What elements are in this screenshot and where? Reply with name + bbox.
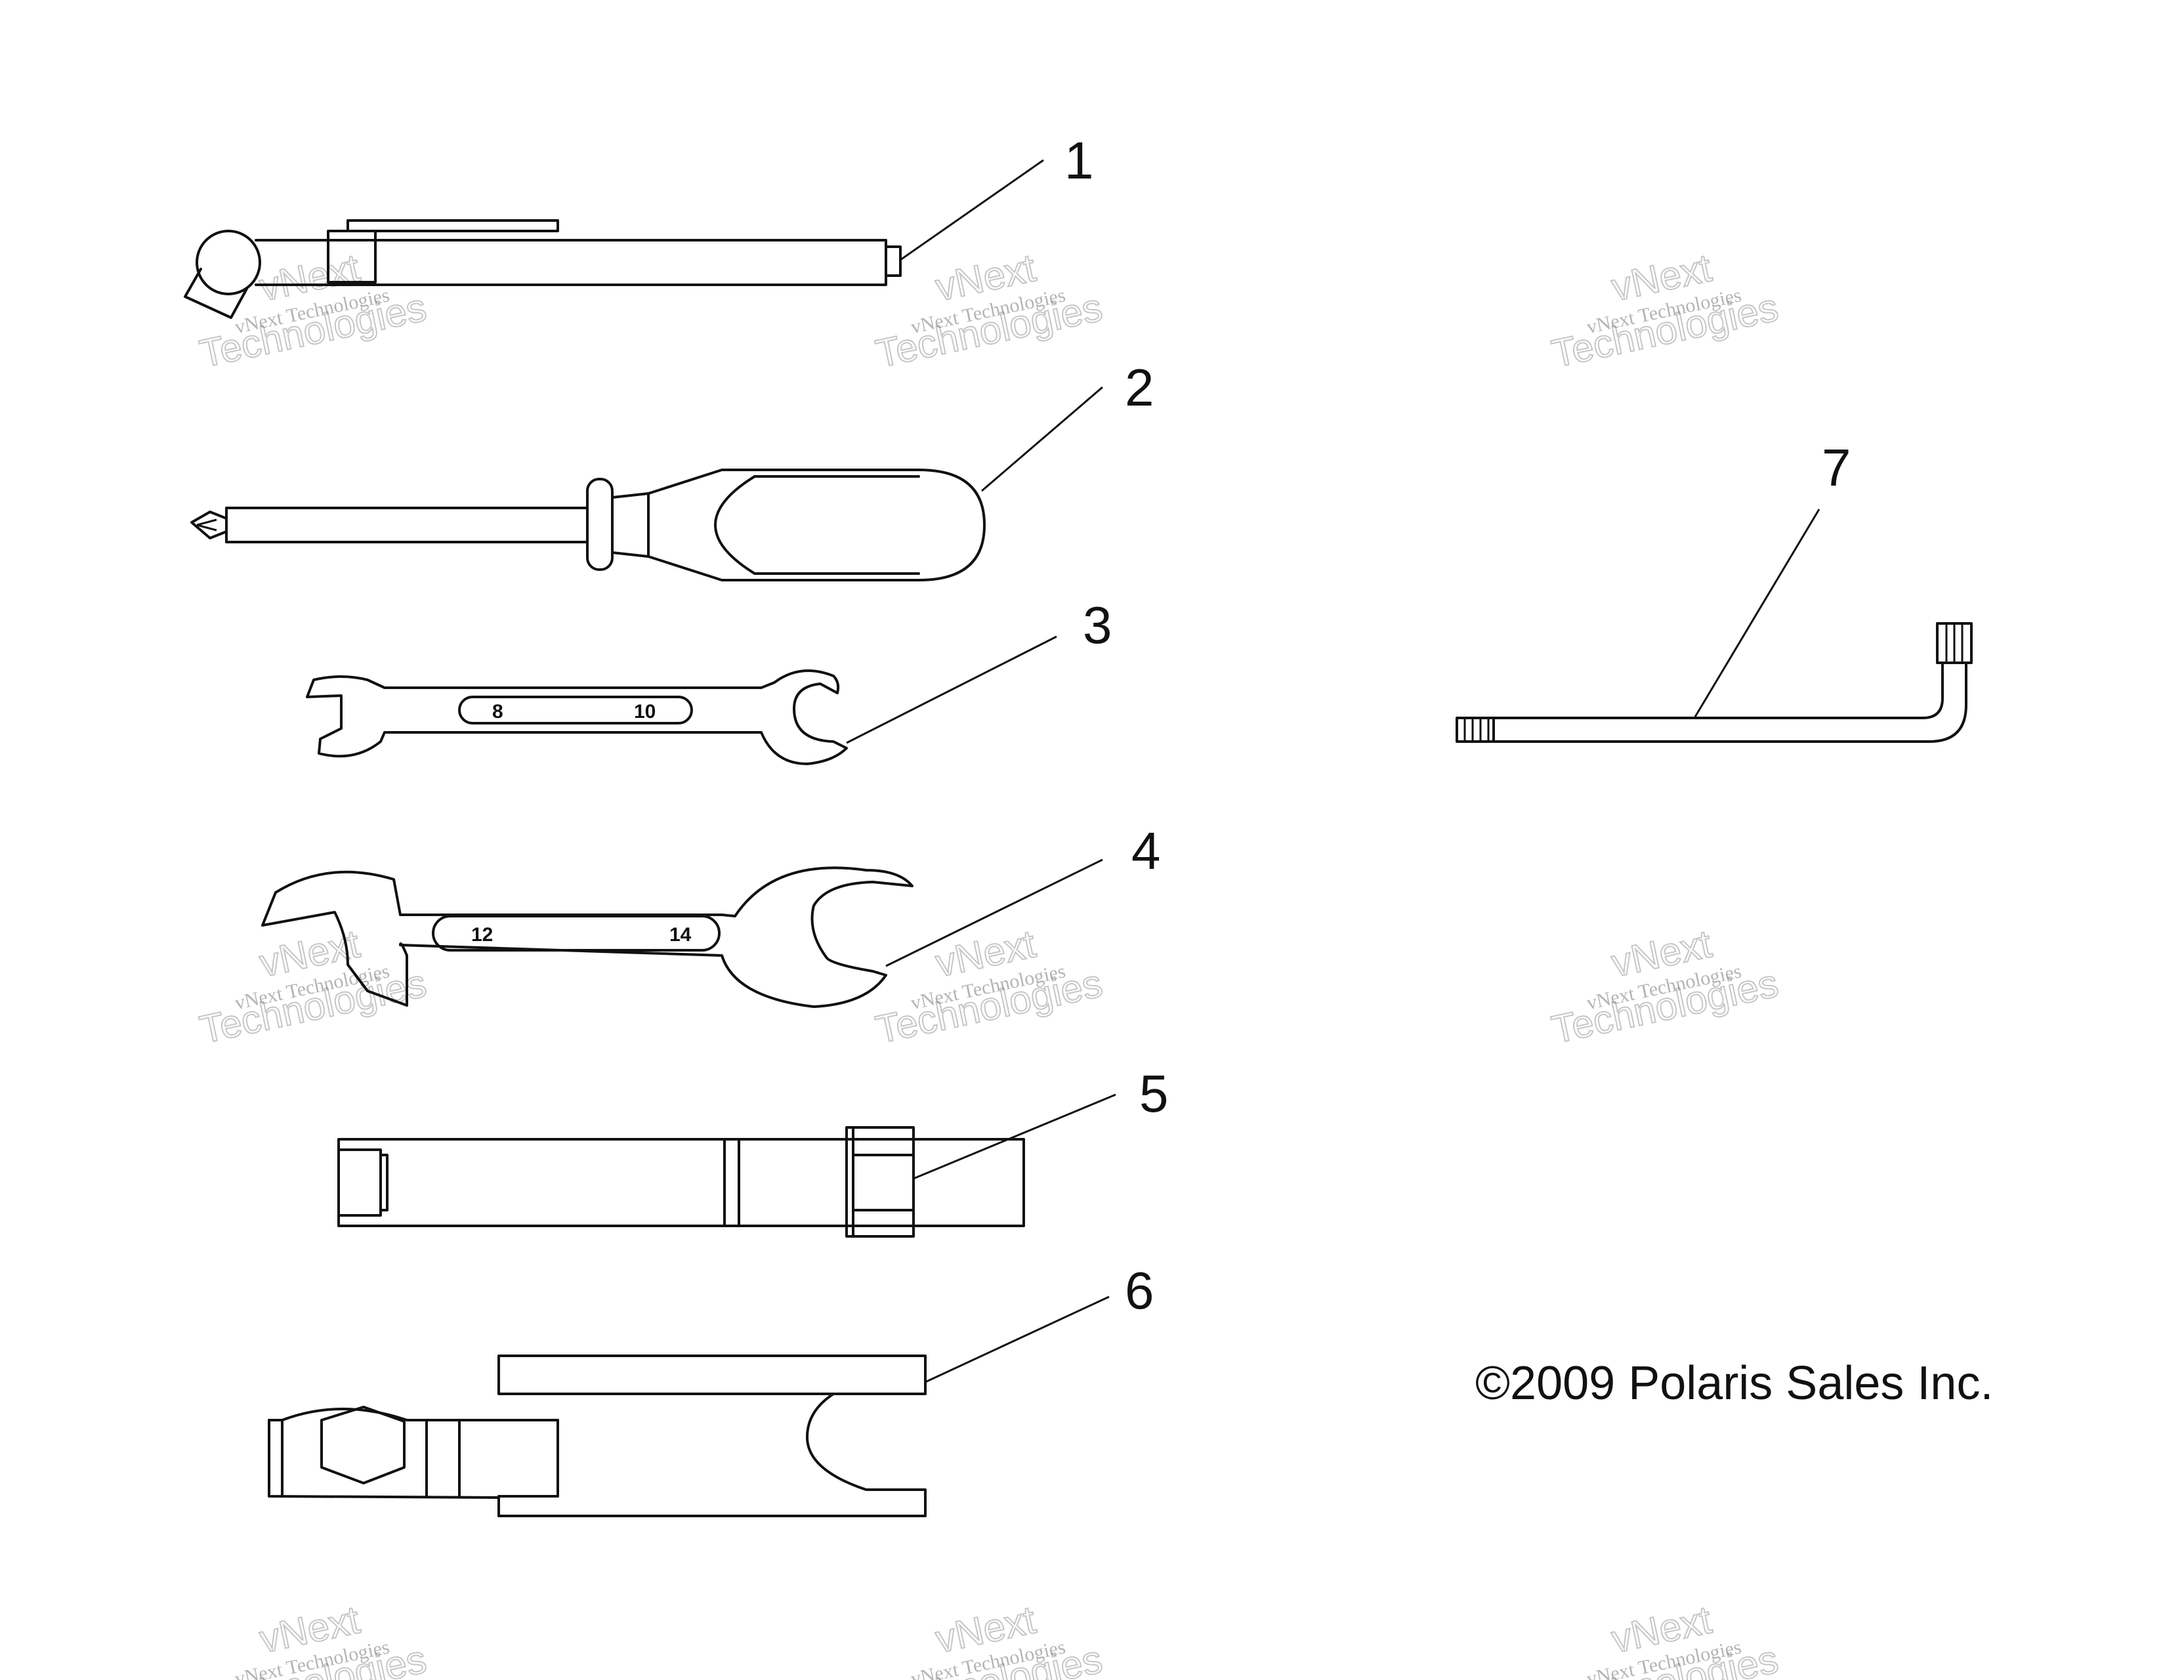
part-3-wrench-8-10: 8 10 3	[306, 596, 1112, 765]
wrench-small-size-8: 8	[492, 701, 503, 723]
part-1-tire-gauge: 1	[184, 131, 1094, 319]
part-4-wrench-12-14: 12 14 4	[261, 822, 1161, 1008]
wrench-large-size-14: 14	[669, 924, 692, 946]
callout-6: 6	[1125, 1261, 1154, 1320]
part-2-screwdriver: 2	[190, 358, 1154, 581]
callout-3: 3	[1083, 596, 1112, 654]
wrench-small-size-10: 10	[634, 701, 656, 723]
callout-5: 5	[1139, 1064, 1169, 1123]
watermarks: Technologies vNext Technologies vNext Te…	[196, 245, 1783, 1680]
part-7-l-key: 7	[1456, 438, 1973, 743]
callout-7: 7	[1822, 438, 1851, 497]
part-5-plug-socket: 5	[337, 1064, 1169, 1238]
wrench-large-size-12: 12	[471, 924, 493, 946]
callout-4: 4	[1131, 822, 1161, 880]
callout-1: 1	[1064, 131, 1094, 190]
copyright-text: ©2009 Polaris Sales Inc.	[1475, 1357, 1993, 1410]
callout-2: 2	[1125, 358, 1154, 417]
part-6-plug-wrench: 6	[268, 1261, 1154, 1517]
